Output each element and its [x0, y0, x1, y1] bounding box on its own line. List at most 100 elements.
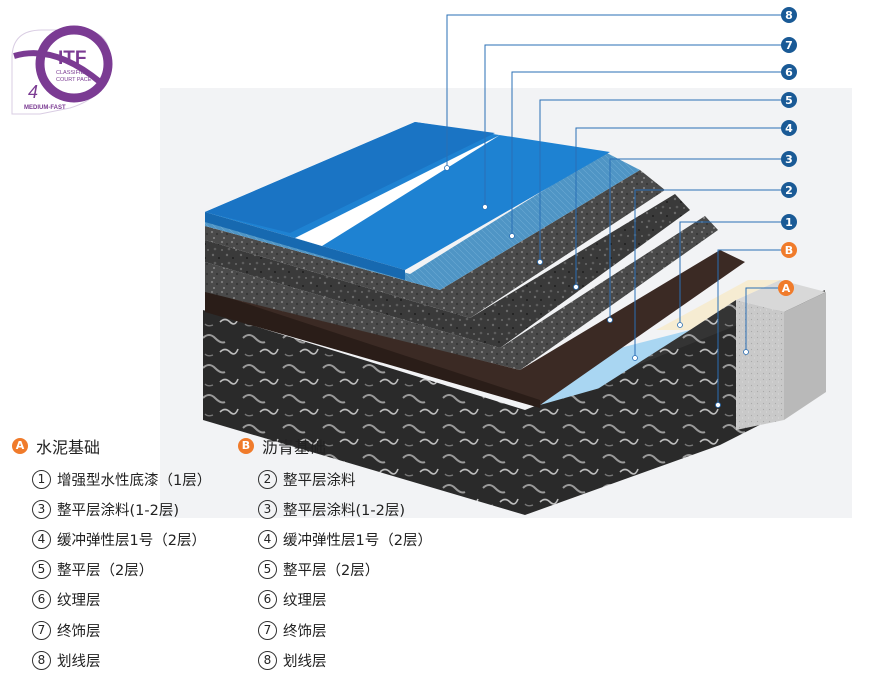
step-number: 6	[32, 590, 51, 610]
step-number: 3	[32, 499, 51, 519]
leader-7	[484, 44, 782, 207]
asphalt-top-step	[596, 300, 736, 430]
step-number: 2	[258, 469, 277, 489]
finish-layer-front	[205, 212, 405, 280]
step-label: 整平层涂料(1-2层)	[283, 502, 405, 519]
texture-layer	[205, 152, 640, 290]
step-label: 终饰层	[57, 623, 101, 640]
leveling-blue-layer	[540, 330, 690, 405]
logo-pace: MEDIUM-FAST	[24, 105, 66, 111]
leader-8	[446, 14, 782, 168]
logo-ring	[35, 25, 113, 103]
logo-line2: COURT PACE	[56, 77, 92, 83]
callout-b	[781, 242, 797, 258]
logo-brand: ITF	[58, 48, 87, 69]
legend-item: 5 整平层（2层）	[238, 555, 478, 585]
step-number: 6	[258, 590, 277, 610]
legend-item: 2 整平层涂料	[238, 464, 478, 494]
step-label: 纹理层	[57, 593, 101, 610]
step-label: 终饰层	[283, 623, 327, 640]
callout-2-label: 2	[785, 184, 793, 197]
legend-cement: A 水泥基础 1 增强型水性底漆（1层） 3 整平层涂料(1-2层) 4 缓冲弹性层1号（…	[12, 434, 242, 675]
legend-item: 8 划线层	[12, 645, 242, 675]
leader-4	[575, 127, 782, 287]
leader-b	[717, 249, 782, 405]
step-label: 整平层涂料(1-2层)	[57, 502, 179, 519]
callout-4-label: 4	[785, 122, 793, 135]
base-slab-front	[203, 310, 525, 515]
callout-3-label: 3	[785, 153, 793, 166]
legend-item: 7 终饰层	[12, 615, 242, 645]
logo-swoosh	[13, 50, 102, 85]
marker-a-badge: A	[12, 438, 28, 454]
legend-asphalt-title: 沥青基础	[262, 438, 327, 457]
leader-2	[634, 189, 782, 358]
callout-1	[781, 214, 797, 230]
step-number: 7	[32, 620, 51, 640]
layer-stack	[203, 122, 826, 515]
callout-5-label: 5	[785, 94, 793, 107]
legend-asphalt-header: B 沥青基础	[238, 434, 478, 458]
gravel-layer-1	[205, 216, 718, 370]
legend-item: 6 纹理层	[12, 585, 242, 615]
step-label: 纹理层	[283, 593, 327, 610]
callout-8	[781, 7, 797, 23]
finish-layer-accent	[205, 122, 495, 233]
leader-5	[539, 99, 782, 262]
callout-group: 8 7 6 5 4 3 2 1	[444, 7, 797, 408]
legend-item: 4 缓冲弹性层1号（2层）	[12, 524, 242, 554]
step-label: 整平层（2层）	[57, 563, 154, 580]
legend-item: 4 缓冲弹性层1号（2层）	[238, 524, 478, 554]
callout-4	[781, 120, 797, 136]
concrete-base-front	[736, 300, 784, 430]
step-label: 整平层（2层）	[283, 563, 380, 580]
step-number: 8	[258, 650, 277, 670]
leader-6	[511, 71, 782, 236]
concrete-base-side	[784, 292, 826, 420]
step-number: 4	[258, 529, 277, 549]
leader-a	[745, 287, 778, 352]
step-label: 划线层	[57, 653, 101, 670]
gravel-layer-2	[205, 194, 690, 348]
step-label: 整平层涂料	[283, 472, 356, 489]
callout-3	[781, 151, 797, 167]
callout-b-label: B	[785, 244, 793, 257]
logo-line1: CLASSIFIED	[56, 70, 88, 76]
line-marking	[295, 135, 500, 246]
callout-a-label: A	[782, 282, 791, 295]
legend-cement-title: 水泥基础	[36, 438, 101, 457]
step-label: 缓冲弹性层1号（2层）	[57, 532, 206, 549]
logo-category: 4	[28, 82, 38, 102]
step-number: 1	[32, 469, 51, 489]
step-number: 5	[258, 560, 277, 580]
leader-1	[679, 221, 782, 325]
callout-5	[781, 92, 797, 108]
legend-item: 7 终饰层	[238, 615, 478, 645]
legend-item: 3 整平层涂料(1-2层)	[12, 494, 242, 524]
leader-3	[609, 158, 782, 320]
step-label: 缓冲弹性层1号（2层）	[283, 532, 432, 549]
step-number: 7	[258, 620, 277, 640]
step-label: 增强型水性底漆（1层）	[57, 472, 212, 489]
legend-cement-header: A 水泥基础	[12, 434, 242, 458]
step-number: 4	[32, 529, 51, 549]
gravel-layer-3	[205, 170, 665, 318]
callout-1-label: 1	[785, 216, 793, 229]
step-number: 8	[32, 650, 51, 670]
legend-item: 6 纹理层	[238, 585, 478, 615]
callout-6	[781, 64, 797, 80]
itf-logo: ITF CLASSIFIED COURT PACE 4 MEDIUM-FAST	[11, 25, 113, 115]
legend-item: 1 增强型水性底漆（1层）	[12, 464, 242, 494]
legend-asphalt: B 沥青基础 2 整平层涂料 3 整平层涂料(1-2层) 4 缓冲弹性层1号（2层） 5 整平…	[238, 434, 478, 675]
callout-2	[781, 182, 797, 198]
concrete-base-top	[736, 280, 826, 312]
brown-layer-front	[205, 290, 540, 408]
callout-7-label: 7	[785, 39, 793, 52]
callout-a	[778, 280, 794, 296]
step-number: 3	[258, 499, 277, 519]
